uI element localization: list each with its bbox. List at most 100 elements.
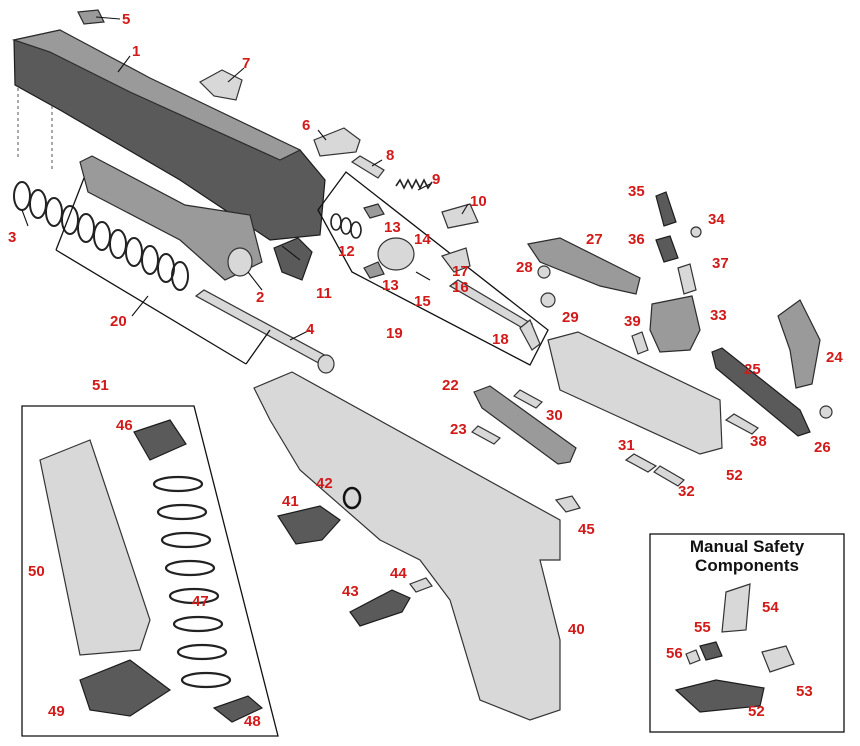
label-38: 38 — [750, 433, 767, 450]
part-44 — [409, 577, 433, 593]
label-17: 17 — [452, 263, 469, 280]
label-26: 26 — [814, 439, 831, 456]
part-34 — [690, 226, 702, 238]
magazine-body — [39, 439, 151, 656]
label-49: 49 — [48, 703, 65, 720]
part-10 — [441, 203, 479, 229]
label-50: 50 — [28, 563, 45, 580]
slide-part — [11, 29, 326, 241]
label-48: 48 — [244, 713, 261, 730]
part-39 — [631, 331, 649, 355]
label-55: 55 — [694, 619, 711, 636]
label-45: 45 — [578, 521, 595, 538]
part-12 — [330, 213, 362, 239]
manual-safety-title-line2: Components — [695, 556, 799, 575]
label-14: 14 — [414, 231, 431, 248]
label-37: 37 — [712, 255, 729, 272]
part-11 — [273, 237, 313, 281]
label-41: 41 — [282, 493, 299, 510]
part-31 — [624, 453, 658, 473]
label-18: 18 — [492, 331, 509, 348]
part-41 — [277, 505, 341, 545]
label-29: 29 — [562, 309, 579, 326]
label-30: 30 — [546, 407, 563, 424]
part-14 — [377, 237, 415, 271]
leader-lines — [21, 16, 469, 365]
part-15 — [415, 271, 431, 281]
part-55 — [699, 641, 723, 661]
group-19-bracket — [317, 171, 549, 366]
label-4: 4 — [306, 321, 315, 338]
part-54 — [721, 583, 751, 633]
part-45 — [554, 495, 581, 513]
part-13a — [363, 203, 385, 219]
label-25: 25 — [744, 361, 761, 378]
magazine-box — [21, 405, 279, 737]
part-18 — [519, 319, 541, 351]
magazine-baseplate — [79, 659, 172, 717]
label-42: 42 — [316, 475, 333, 492]
label-7: 7 — [242, 55, 250, 72]
label-51: 51 — [92, 377, 109, 394]
label-3: 3 — [8, 229, 16, 246]
frame-part — [253, 371, 561, 721]
part-35 — [655, 191, 677, 227]
magazine-spring — [152, 475, 232, 689]
part-29 — [540, 292, 556, 308]
label-1: 1 — [132, 43, 140, 60]
part-8 — [350, 155, 385, 179]
manual-safety-title-line1: Manual Safety — [690, 537, 805, 556]
label-27: 27 — [586, 231, 603, 248]
label-46: 46 — [116, 417, 133, 434]
label-15: 15 — [414, 293, 431, 310]
label-23: 23 — [450, 421, 467, 438]
label-13a: 13 — [384, 219, 401, 236]
label-5: 5 — [122, 11, 130, 28]
part-23 — [471, 425, 501, 445]
magazine-follower — [133, 419, 187, 461]
part-52-housing — [547, 331, 723, 455]
label-35: 35 — [628, 183, 645, 200]
label-54: 54 — [762, 599, 779, 616]
label-2: 2 — [256, 289, 264, 306]
label-44: 44 — [390, 565, 407, 582]
part-38 — [724, 413, 759, 435]
label-6: 6 — [302, 117, 310, 134]
part-52-safety — [674, 679, 765, 713]
label-9: 9 — [432, 171, 440, 188]
manual-safety-box — [649, 533, 845, 733]
label-20: 20 — [110, 313, 127, 330]
label-53: 53 — [796, 683, 813, 700]
part-24 — [777, 299, 821, 389]
part-42 — [342, 486, 362, 510]
part-9 — [395, 178, 433, 190]
label-40: 40 — [568, 621, 585, 638]
label-52b: 52 — [748, 703, 765, 720]
part-25 — [711, 347, 811, 437]
label-13b: 13 — [382, 277, 399, 294]
label-19: 19 — [386, 325, 403, 342]
part-36 — [655, 235, 679, 263]
part-32 — [653, 465, 685, 487]
part-22 — [473, 385, 577, 465]
label-24: 24 — [826, 349, 843, 366]
part-27 — [526, 237, 641, 295]
part-labels: 5 1 7 6 8 9 10 13 14 12 17 16 13 15 19 1… — [8, 11, 843, 730]
label-10: 10 — [470, 193, 487, 210]
part-26 — [819, 405, 833, 419]
label-34: 34 — [708, 211, 725, 228]
part-30 — [513, 389, 543, 409]
part-6 — [313, 127, 361, 157]
label-12: 12 — [338, 243, 355, 260]
label-11: 11 — [316, 285, 332, 302]
label-28: 28 — [516, 259, 533, 276]
magazine-insert — [212, 695, 264, 723]
label-43: 43 — [342, 583, 359, 600]
part-13b — [363, 261, 385, 279]
label-33: 33 — [710, 307, 727, 324]
part-17 — [441, 247, 471, 273]
label-56: 56 — [666, 645, 683, 662]
label-52a: 52 — [726, 467, 743, 484]
label-16: 16 — [452, 279, 469, 296]
